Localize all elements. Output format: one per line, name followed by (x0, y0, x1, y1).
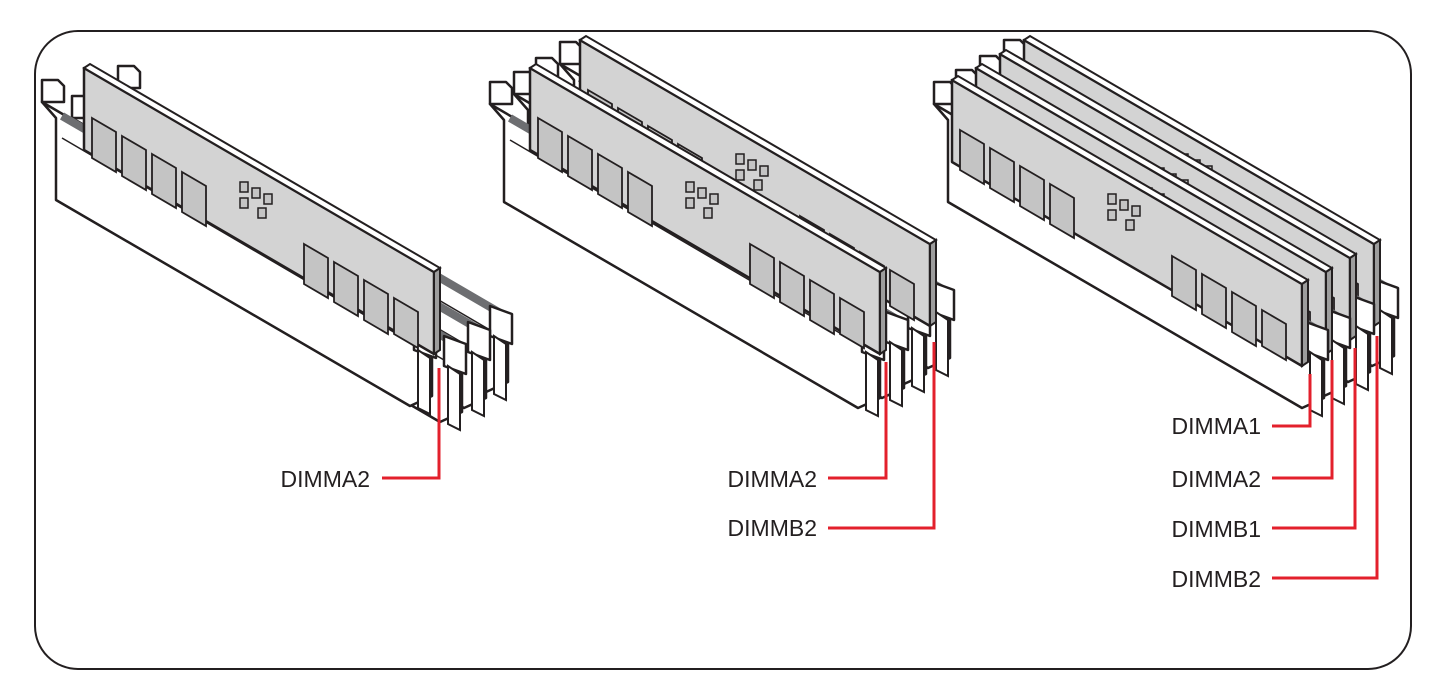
callout-line (1272, 360, 1334, 480)
config-2-boards (490, 34, 954, 416)
callout-line (382, 368, 441, 480)
config-2-callouts: DIMMA2 DIMMB2 (728, 342, 936, 541)
callout-line (828, 362, 888, 480)
slot-label: DIMMA1 (1172, 413, 1261, 439)
slot-label: DIMMB1 (1172, 516, 1261, 542)
config-1-boards (42, 64, 512, 430)
callout-line (1272, 374, 1312, 428)
slot-label: DIMMA2 (1172, 466, 1261, 492)
slot-label: DIMMB2 (728, 515, 817, 541)
slot-label: DIMMA2 (281, 466, 370, 492)
callout-line (1272, 348, 1357, 530)
config-3-callouts: DIMMA1 DIMMA2 DIMMB1 DIMMB2 (1172, 336, 1379, 592)
slot-label: DIMMA2 (728, 466, 817, 492)
callout-line (828, 342, 936, 530)
slot-label: DIMMB2 (1172, 566, 1261, 592)
callout-line (1272, 336, 1379, 580)
config-3-boards (934, 34, 1398, 416)
config-1-callouts: DIMMA2 (281, 368, 441, 492)
diagram-frame (34, 30, 1412, 670)
